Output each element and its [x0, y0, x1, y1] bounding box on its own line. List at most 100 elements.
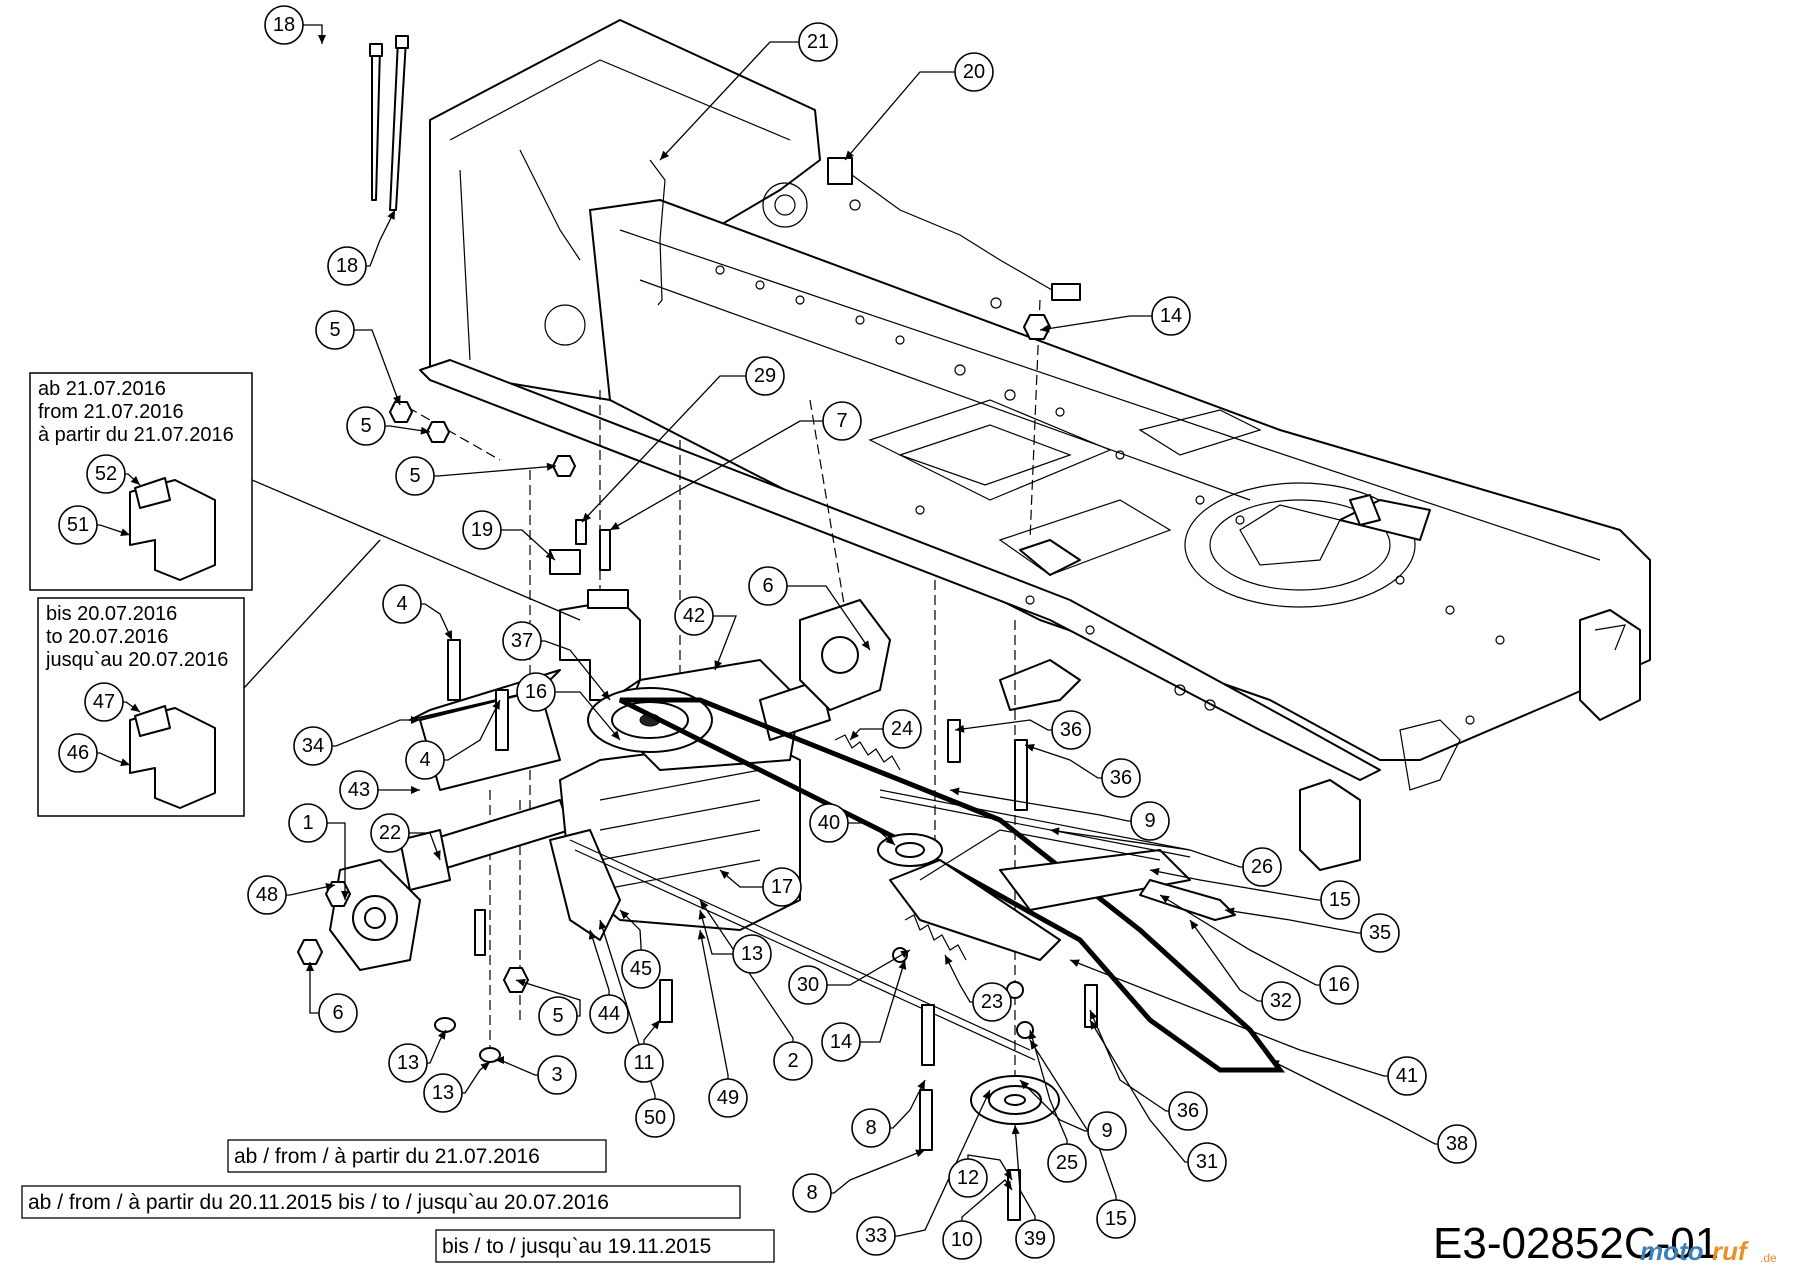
callout-9[interactable]: 9 [1087, 1111, 1127, 1151]
callout-47[interactable]: 47 [84, 682, 124, 722]
callout-25[interactable]: 25 [1047, 1143, 1087, 1183]
callout-35[interactable]: 35 [1360, 913, 1400, 953]
callout-number: 43 [348, 779, 370, 801]
callout-19[interactable]: 19 [462, 510, 502, 550]
callout-circle [318, 993, 358, 1033]
callout-52[interactable]: 52 [86, 454, 126, 494]
callout-13[interactable]: 13 [388, 1043, 428, 1083]
callout-10[interactable]: 10 [942, 1220, 982, 1260]
callout-circle [1387, 1056, 1427, 1096]
note-2015-2016: ab / from / à partir du 20.11.2015 bis /… [28, 1191, 609, 1214]
callout-40[interactable]: 40 [809, 803, 849, 843]
callout-32[interactable]: 32 [1261, 981, 1301, 1021]
callout-50[interactable]: 50 [635, 1098, 675, 1138]
callout-6[interactable]: 6 [748, 566, 788, 606]
note-until-2015: bis / to / jusqu`au 19.11.2015 [442, 1235, 711, 1258]
leader-arrow-15 [1030, 1040, 1039, 1050]
callout-14[interactable]: 14 [821, 1022, 861, 1062]
callout-7[interactable]: 7 [822, 401, 862, 441]
callout-number: 49 [717, 1087, 739, 1109]
callout-4[interactable]: 4 [405, 740, 445, 780]
callout-5[interactable]: 5 [315, 310, 355, 350]
callout-18[interactable]: 18 [327, 246, 367, 286]
leader-arrow-13 [480, 1062, 490, 1071]
callout-14[interactable]: 14 [1151, 296, 1191, 336]
callout-20[interactable]: 20 [954, 52, 994, 92]
callout-3[interactable]: 3 [537, 1055, 577, 1095]
callout-circle [423, 1073, 463, 1113]
callout-circle [462, 510, 502, 550]
callout-number: 52 [95, 463, 117, 485]
callout-22[interactable]: 22 [370, 813, 410, 853]
leader-arrow-17 [720, 870, 730, 879]
callout-46[interactable]: 46 [58, 733, 98, 773]
callout-48[interactable]: 48 [247, 875, 287, 915]
callout-8[interactable]: 8 [792, 1173, 832, 1213]
callout-44[interactable]: 44 [589, 994, 629, 1034]
callout-circle [762, 867, 802, 907]
callout-29[interactable]: 29 [745, 356, 785, 396]
callout-5[interactable]: 5 [538, 996, 578, 1036]
callout-42[interactable]: 42 [674, 596, 714, 636]
callout-36[interactable]: 36 [1051, 710, 1091, 750]
callout-number: 51 [67, 514, 89, 536]
callout-49[interactable]: 49 [708, 1078, 748, 1118]
callout-16[interactable]: 16 [516, 672, 556, 712]
logo-tld: .de [1760, 1251, 1777, 1265]
callout-41[interactable]: 41 [1387, 1056, 1427, 1096]
callout-circle [954, 52, 994, 92]
callout-17[interactable]: 17 [762, 867, 802, 907]
inset-box-new: ab 21.07.2016 from 21.07.2016 à partir d… [29, 372, 253, 591]
leader-arrow-18 [387, 210, 395, 220]
callout-31[interactable]: 31 [1187, 1142, 1227, 1182]
callout-45[interactable]: 45 [621, 949, 661, 989]
leader-arrow-38 [1270, 1060, 1280, 1068]
box-new-line-3: à partir du 21.07.2016 [38, 424, 234, 446]
callout-11[interactable]: 11 [624, 1043, 664, 1083]
callout-5[interactable]: 5 [395, 456, 435, 496]
leader-arrow-20 [845, 150, 854, 160]
callout-30[interactable]: 30 [788, 965, 828, 1005]
leader-arrow-31 [1090, 1020, 1099, 1030]
callout-number: 8 [806, 1182, 817, 1204]
callout-6[interactable]: 6 [318, 993, 358, 1033]
callout-23[interactable]: 23 [972, 982, 1012, 1022]
callout-15[interactable]: 15 [1096, 1199, 1136, 1239]
callout-33[interactable]: 33 [856, 1216, 896, 1256]
callout-number: 23 [981, 991, 1003, 1013]
callout-9[interactable]: 9 [1130, 801, 1170, 841]
callout-36[interactable]: 36 [1101, 758, 1141, 798]
callout-circle [264, 5, 304, 45]
callout-51[interactable]: 51 [58, 505, 98, 545]
callout-13[interactable]: 13 [732, 934, 772, 974]
note-from-2016: ab / from / à partir du 21.07.2016 [234, 1145, 540, 1168]
leader-arrow-8 [915, 1149, 925, 1158]
callout-38[interactable]: 38 [1437, 1124, 1477, 1164]
callout-8[interactable]: 8 [851, 1108, 891, 1148]
callout-2[interactable]: 2 [773, 1041, 813, 1081]
callout-43[interactable]: 43 [339, 770, 379, 810]
callout-26[interactable]: 26 [1242, 847, 1282, 887]
callout-5[interactable]: 5 [346, 406, 386, 446]
leader-arrow-44 [588, 930, 597, 940]
callout-4[interactable]: 4 [382, 584, 422, 624]
callout-16[interactable]: 16 [1319, 965, 1359, 1005]
callout-number: 18 [273, 14, 295, 36]
callout-37[interactable]: 37 [502, 621, 542, 661]
callout-36[interactable]: 36 [1168, 1091, 1208, 1131]
callout-12[interactable]: 12 [948, 1158, 988, 1198]
callout-15[interactable]: 15 [1320, 880, 1360, 920]
callout-circle [346, 406, 386, 446]
leader-arrow-4 [492, 700, 500, 710]
callout-18[interactable]: 18 [264, 5, 304, 45]
callout-39[interactable]: 39 [1015, 1219, 1055, 1259]
callout-13[interactable]: 13 [423, 1073, 463, 1113]
callout-24[interactable]: 24 [882, 709, 922, 749]
callout-circle [1096, 1199, 1136, 1239]
callout-circle [388, 1043, 428, 1083]
notes: ab / from / à partir du 21.07.2016 ab / … [21, 1139, 775, 1263]
callout-34[interactable]: 34 [293, 726, 333, 766]
leader-arrow-26 [1050, 827, 1060, 836]
callout-1[interactable]: 1 [288, 803, 328, 843]
callout-21[interactable]: 21 [798, 22, 838, 62]
